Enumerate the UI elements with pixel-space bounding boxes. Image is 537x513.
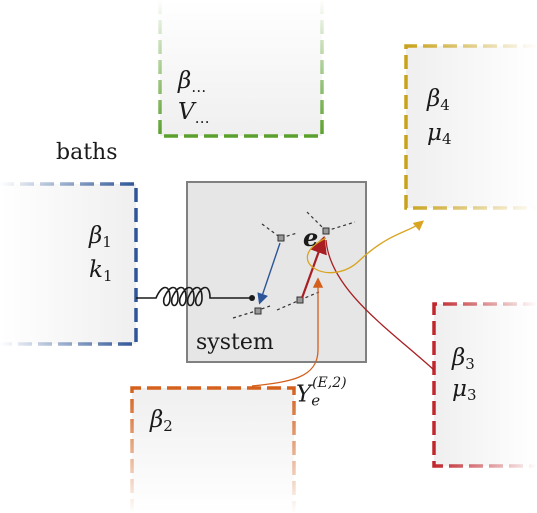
rate-label-sup: (E,2): [312, 375, 347, 391]
state-node-b: [232, 305, 271, 319]
bath-4-beta-label: β4: [427, 86, 450, 114]
bath-4-box: [404, 44, 537, 210]
gold-flow-curve: [306, 220, 424, 274]
transition-arrow-blue: [257, 242, 281, 305]
baths-label: baths: [56, 140, 118, 165]
red-flow-curve: [325, 239, 435, 371]
spring-end-dot: [249, 295, 255, 301]
coupling-spring: [136, 286, 252, 307]
rate-label: Ye(E,2): [296, 376, 355, 410]
state-node-a: [261, 223, 298, 242]
orange-flow-curve: [251, 277, 324, 387]
rate-label-sub: e: [311, 391, 321, 410]
transition-arrow-red: [300, 235, 327, 299]
rate-label-base: Y: [296, 381, 312, 408]
state-node-c: [306, 211, 356, 235]
state-node-d: [276, 291, 320, 311]
bath-1-param-label: k1: [89, 257, 113, 285]
bath-2-box: [130, 386, 296, 513]
bath-extra-box: [158, 0, 324, 138]
bath-extra-beta-label: β…: [178, 68, 207, 96]
bath-1-box: [0, 182, 138, 346]
bath-1-beta-label: β1: [89, 223, 112, 251]
bath-3-param-label: μ3: [452, 376, 477, 404]
bath-2-beta-label: β2: [150, 407, 173, 435]
bath-3-box: [432, 302, 537, 468]
system-label: system: [196, 330, 274, 355]
bath-3-beta-label: β3: [452, 345, 475, 373]
bath-4-param-label: μ4: [427, 120, 452, 148]
event-label: e: [303, 223, 319, 252]
bath-extra-param-label: V…: [178, 99, 210, 127]
